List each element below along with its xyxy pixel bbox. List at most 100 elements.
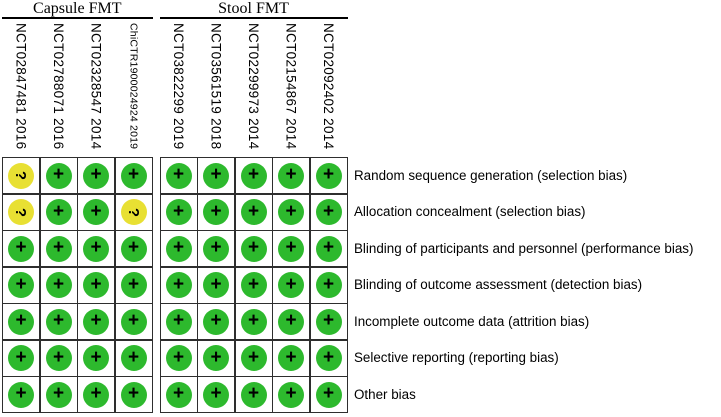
plus-symbol: +: [285, 200, 297, 222]
low-risk-icon: +: [83, 345, 109, 371]
judgement-cell: +: [235, 158, 272, 193]
plus-symbol: +: [322, 164, 335, 185]
low-risk-icon: +: [120, 345, 147, 371]
judgement-cell: +: [160, 194, 197, 230]
low-risk-icon: +: [203, 345, 229, 371]
study-header-cell: ChiCTR1900024924 2019: [115, 19, 153, 157]
low-risk-icon: +: [165, 272, 192, 298]
judgement-cell: +: [115, 340, 152, 376]
judgement-cell: +: [310, 158, 347, 193]
low-risk-icon: +: [45, 235, 72, 262]
judgement-cell: +: [115, 377, 152, 412]
plus-symbol: +: [127, 310, 140, 331]
plus-symbol: +: [90, 346, 102, 368]
bias-domain-label: Other bias: [354, 386, 416, 402]
judgement-cell: +: [198, 304, 234, 339]
judgement-cell: +: [3, 231, 39, 266]
study-id-label: NCT02847481 2016: [13, 23, 29, 150]
plus-symbol: +: [90, 237, 102, 258]
plus-symbol: +: [90, 310, 102, 331]
low-risk-icon: +: [8, 272, 34, 298]
low-risk-icon: +: [120, 381, 147, 408]
judgement-cell: +: [273, 231, 309, 266]
judgement-cell: ?: [3, 158, 39, 193]
study-id-label: ChiCTR1900024924 2019: [127, 23, 140, 150]
unclear-risk-icon: ?: [120, 199, 147, 225]
plus-symbol: +: [127, 273, 140, 295]
plus-symbol: +: [52, 237, 65, 258]
judgement-cell: +: [160, 377, 197, 412]
judgement-cell: +: [40, 304, 77, 339]
low-risk-icon: +: [45, 199, 72, 225]
study-id-label: NCT02092402 2014: [321, 23, 336, 150]
judgement-cell: +: [78, 340, 114, 376]
judgement-cell: +: [3, 377, 39, 412]
plus-symbol: +: [247, 383, 260, 404]
study-header-cell: NCT02092402 2014: [310, 19, 348, 157]
low-risk-icon: +: [45, 345, 72, 371]
group-title-stool-fmt: Stool FMT: [159, 0, 348, 19]
plus-symbol: +: [285, 273, 297, 295]
low-risk-icon: +: [120, 272, 147, 298]
judgement-cell: +: [235, 340, 272, 376]
low-risk-icon: +: [278, 345, 304, 371]
low-risk-icon: +: [120, 308, 147, 335]
low-risk-icon: +: [83, 199, 109, 225]
low-risk-icon: +: [315, 308, 342, 335]
judgement-cell: +: [3, 340, 39, 376]
judgement-cell: +: [310, 194, 347, 230]
plus-symbol: +: [15, 346, 27, 368]
low-risk-icon: +: [315, 162, 342, 189]
low-risk-icon: +: [8, 345, 34, 371]
judgement-cell: +: [160, 304, 197, 339]
study-id-label: NCT02154867 2014: [283, 23, 299, 150]
plus-symbol: +: [172, 237, 185, 258]
plus-symbol: +: [15, 310, 27, 331]
low-risk-icon: +: [240, 199, 267, 225]
low-risk-icon: +: [120, 235, 147, 262]
study-id-label: NCT03822299 2019: [171, 23, 186, 150]
judgement-cell: +: [273, 340, 309, 376]
plus-symbol: +: [210, 346, 222, 368]
plus-symbol: +: [52, 310, 65, 331]
judgement-cell: +: [160, 231, 197, 266]
group-title-capsule-fmt: Capsule FMT: [2, 0, 153, 19]
judgement-cell: +: [115, 231, 152, 266]
question-symbol: ?: [12, 170, 30, 181]
low-risk-icon: +: [240, 235, 267, 262]
low-risk-icon: +: [315, 272, 342, 298]
low-risk-icon: +: [315, 235, 342, 262]
plus-symbol: +: [52, 346, 65, 368]
judgement-cell: +: [198, 267, 234, 303]
low-risk-icon: +: [45, 381, 72, 408]
judgement-cell: +: [310, 377, 347, 412]
judgement-cell: +: [235, 377, 272, 412]
low-risk-icon: +: [8, 308, 34, 335]
judgement-cell: +: [310, 304, 347, 339]
plus-symbol: +: [172, 273, 185, 295]
judgement-cell: +: [273, 304, 309, 339]
low-risk-icon: +: [83, 272, 109, 298]
bias-domain-labels: Random sequence generation (selection bi…: [354, 157, 693, 413]
unclear-risk-icon: ?: [8, 162, 34, 189]
judgement-cell: +: [40, 377, 77, 412]
judgement-cell: +: [40, 340, 77, 376]
plus-symbol: +: [247, 310, 260, 331]
low-risk-icon: +: [240, 345, 267, 371]
low-risk-icon: +: [83, 162, 109, 189]
judgement-cell: +: [235, 267, 272, 303]
judgement-cell: +: [310, 340, 347, 376]
low-risk-icon: +: [165, 308, 192, 335]
judgement-cell: +: [115, 304, 152, 339]
plus-symbol: +: [285, 310, 297, 331]
low-risk-icon: +: [165, 199, 192, 225]
judgement-cell: ?: [3, 194, 39, 230]
judgement-cell: +: [40, 158, 77, 193]
judgement-cell: +: [273, 377, 309, 412]
plus-symbol: +: [247, 164, 260, 185]
low-risk-icon: +: [315, 199, 342, 225]
